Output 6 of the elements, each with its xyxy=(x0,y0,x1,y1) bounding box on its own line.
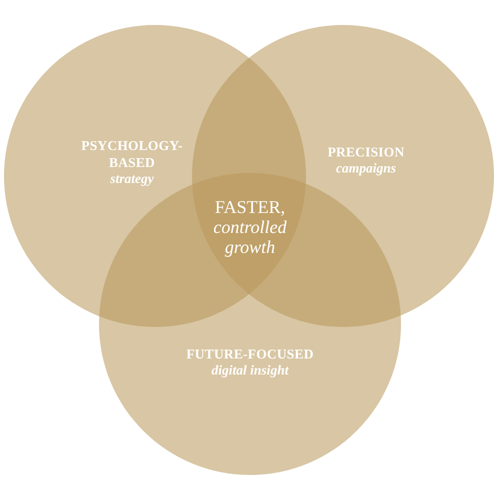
circle-subtitle: digital insight xyxy=(210,362,290,378)
circle-subtitle: strategy xyxy=(109,171,155,187)
circle-heading: PRECISION xyxy=(326,144,406,160)
circle-subtitle: campaigns xyxy=(334,160,397,176)
circle-heading: FUTURE-FOCUSED xyxy=(185,346,315,362)
center-label: FASTER, controlled growth xyxy=(212,197,288,257)
